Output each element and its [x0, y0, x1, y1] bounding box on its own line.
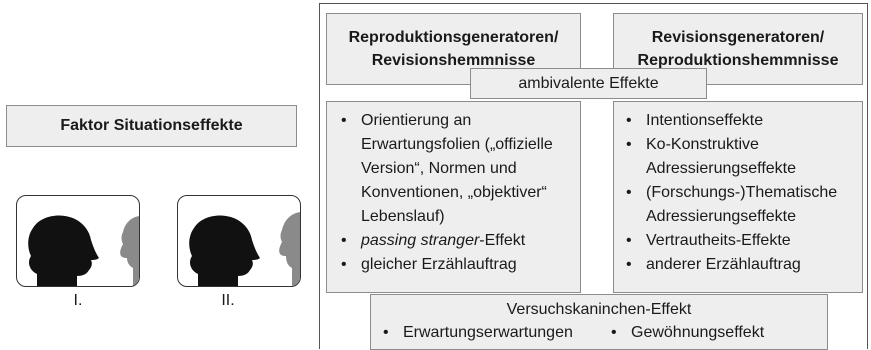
- list-item: anderer Erzählauftrag: [620, 253, 858, 277]
- guinea-pig-list-left: Erwartungserwartungen: [377, 321, 605, 345]
- figure-1: [16, 195, 140, 287]
- list-item: Erwartungserwartungen: [377, 321, 605, 345]
- revision-list: Intentionseffekte Ko-Konstruktive Adress…: [620, 109, 858, 277]
- list-item: (Forschungs-)Thematische Adressierungsef…: [620, 181, 858, 229]
- header-left-box: Reproduktionsgeneratoren/ Revisionshemmn…: [326, 13, 581, 85]
- head-silhouettes-icon: [28, 215, 139, 286]
- guinea-pig-list-right: Gewöhnungseffekt: [605, 321, 764, 345]
- list-item: Gewöhnungseffekt: [605, 321, 764, 345]
- ambivalent-label: ambivalente Effekte: [518, 74, 659, 92]
- header-left: Reproduktionsgeneratoren/ Revisionshemmn…: [348, 29, 559, 69]
- header-right: Revisionsgeneratoren/ Reproduktionshemmn…: [637, 29, 839, 69]
- list-item: Orientierung an Erwartungsfolien („offiz…: [335, 109, 574, 229]
- reproduction-list-box: Orientierung an Erwartungsfolien („offiz…: [326, 101, 581, 293]
- list-item: Vertrautheits-Effekte: [620, 229, 858, 253]
- list-item: Ko-Konstruktive Adressierungseffekte: [620, 133, 858, 181]
- guinea-pig-title: Versuchskaninchen-Effekt: [506, 301, 692, 318]
- factor-title: Faktor Situationseffekte: [60, 117, 243, 134]
- list-item: Intentionseffekte: [620, 109, 858, 133]
- passing-stranger-italic: passing stranger: [361, 232, 480, 249]
- head-silhouettes-icon: [189, 212, 300, 286]
- list-item: gleicher Erzählauftrag: [335, 253, 574, 277]
- list-item: passing stranger-Effekt: [335, 229, 574, 253]
- figure-2-label: II.: [221, 292, 235, 309]
- ambivalent-box: ambivalente Effekte: [470, 68, 707, 99]
- revision-list-box: Intentionseffekte Ko-Konstruktive Adress…: [613, 101, 863, 293]
- figure-1-label: I.: [73, 292, 83, 309]
- guinea-pig-box: Versuchskaninchen-Effekt Erwartungserwar…: [370, 294, 828, 350]
- factor-title-box: Faktor Situationseffekte: [6, 105, 297, 147]
- figure-2: [177, 195, 301, 287]
- reproduction-list: Orientierung an Erwartungsfolien („offiz…: [335, 109, 574, 277]
